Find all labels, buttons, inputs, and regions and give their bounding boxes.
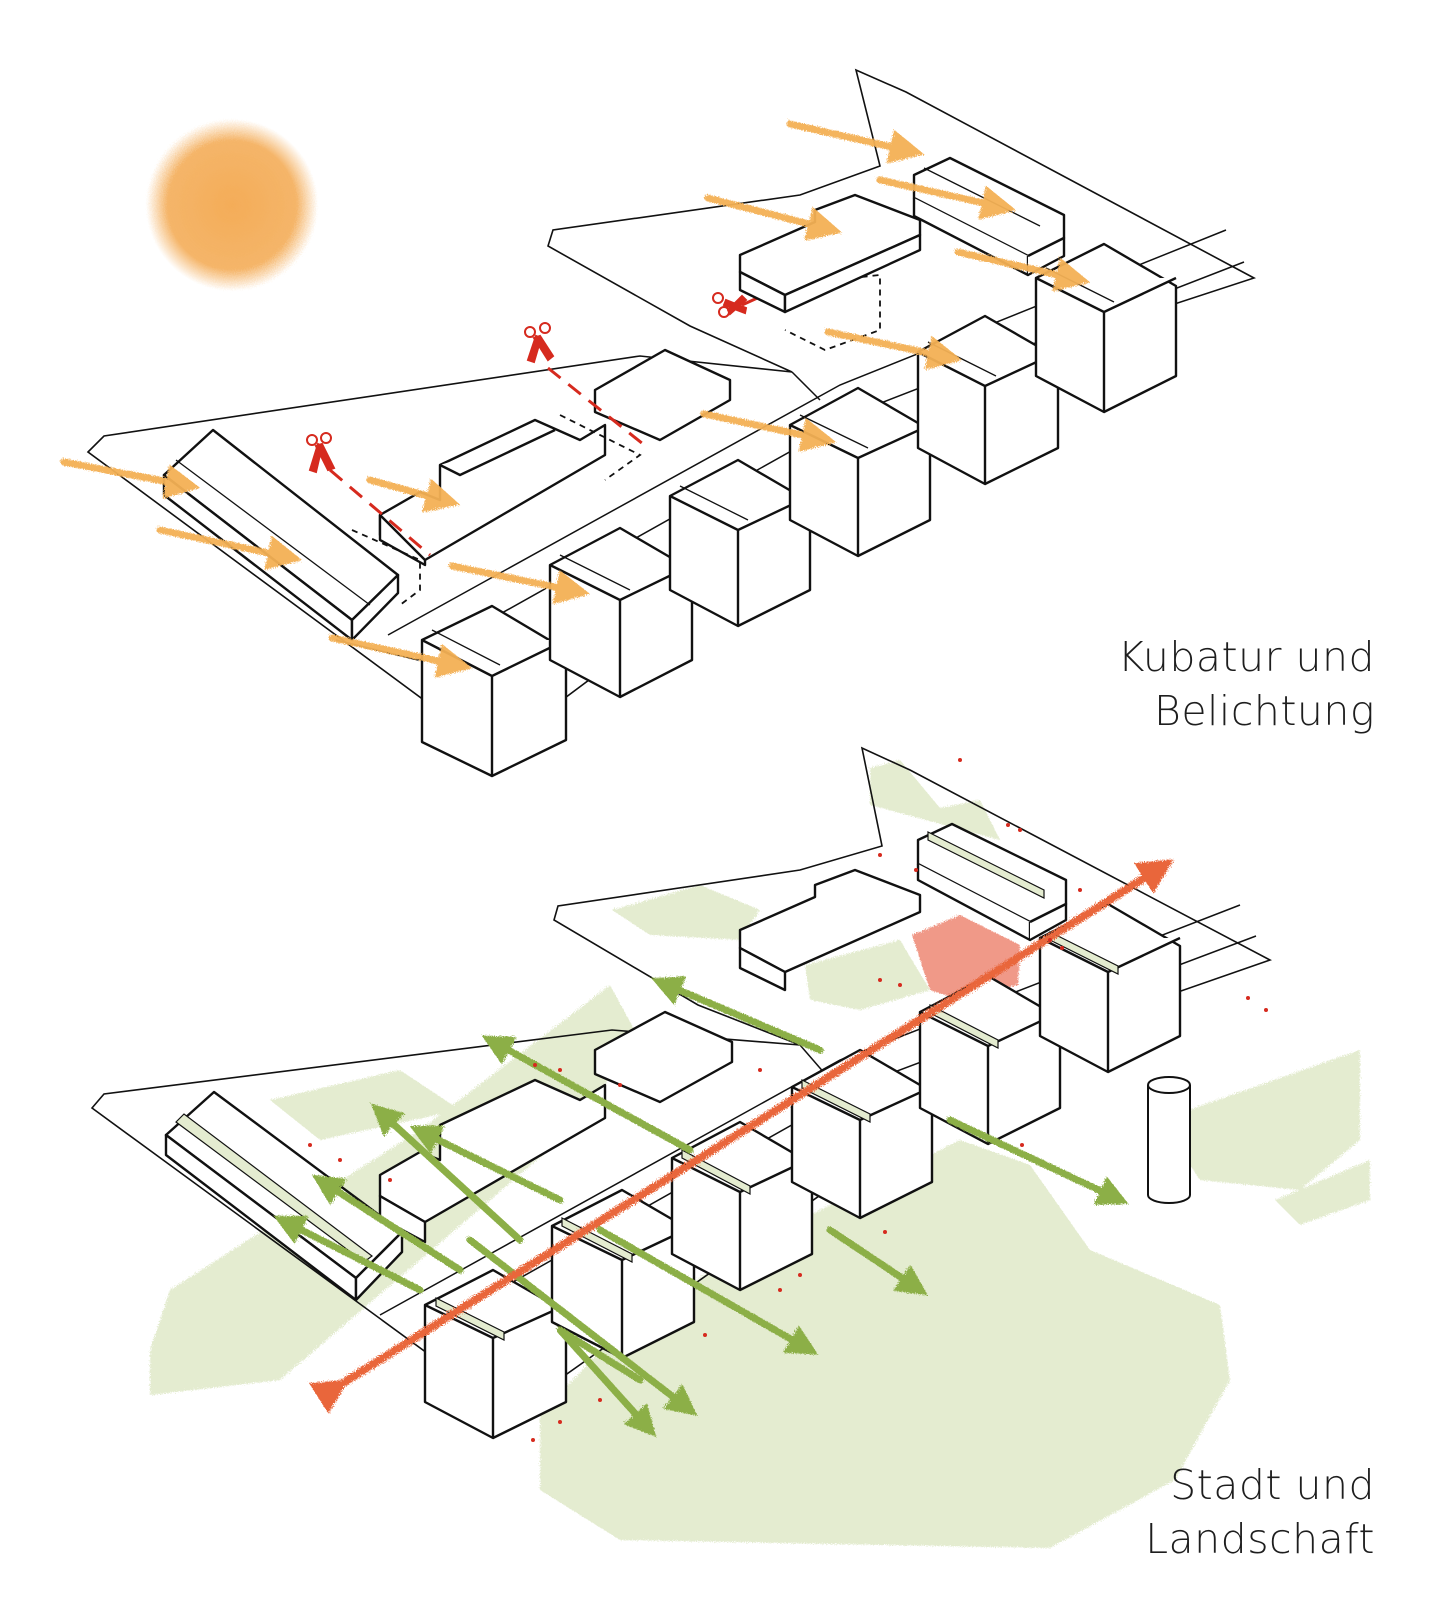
building-middle-cut [378, 348, 732, 567]
sun-icon [146, 119, 318, 291]
main-axis-arrow-icon [309, 859, 1175, 1414]
caption-line: Belichtung [1153, 687, 1375, 735]
caption-stadt: Stadt und Landschaft [1145, 1458, 1375, 1566]
cut-outline-dashed [351, 274, 881, 606]
caption-line: Kubatur und [1117, 633, 1375, 681]
building-long-west [162, 428, 400, 642]
scissors-icon [524, 322, 555, 364]
caption-line: Stadt und [1170, 1461, 1375, 1509]
diagram-kubatur [60, 68, 1257, 778]
tree-icon [308, 758, 1268, 1442]
scissors-icon [306, 432, 336, 474]
caption-line: Landschaft [1145, 1515, 1375, 1563]
caption-kubatur: Kubatur und Belichtung [1118, 630, 1375, 738]
light-arrow-icon [60, 120, 1091, 678]
scissors-icon [712, 292, 748, 318]
diagram-stadt [90, 746, 1370, 1548]
tower-cylinder [1147, 1076, 1191, 1204]
